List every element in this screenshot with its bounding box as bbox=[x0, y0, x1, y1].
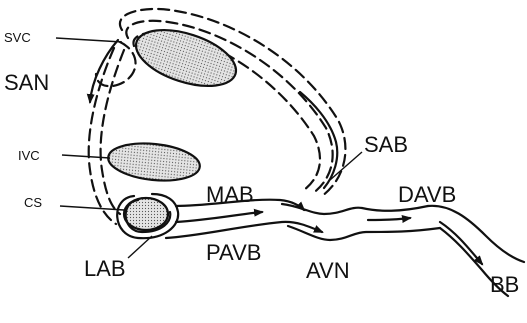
svc-leader bbox=[56, 38, 122, 42]
pavb-track-upper bbox=[176, 212, 262, 222]
bb-arrow bbox=[440, 222, 482, 264]
ivc-label: IVC bbox=[18, 148, 40, 163]
ivc-leader bbox=[62, 155, 110, 158]
ivc-opening bbox=[106, 139, 201, 184]
davb-label: DAVB bbox=[398, 182, 456, 207]
cs-label: CS bbox=[24, 195, 42, 210]
svc-opening bbox=[129, 19, 243, 97]
svc-label: SVC bbox=[4, 30, 31, 45]
san-label: SAN bbox=[4, 70, 49, 95]
lab-leader bbox=[128, 236, 152, 258]
sab-label: SAB bbox=[364, 132, 408, 157]
pavb-label: PAVB bbox=[206, 240, 261, 265]
bb-label: BB bbox=[490, 272, 519, 297]
davb-arrow bbox=[368, 218, 410, 220]
mab-label: MAB bbox=[206, 182, 254, 207]
lab-label: LAB bbox=[84, 256, 126, 281]
avn-label: AVN bbox=[306, 258, 350, 283]
bundle-branch-upper bbox=[428, 206, 524, 262]
